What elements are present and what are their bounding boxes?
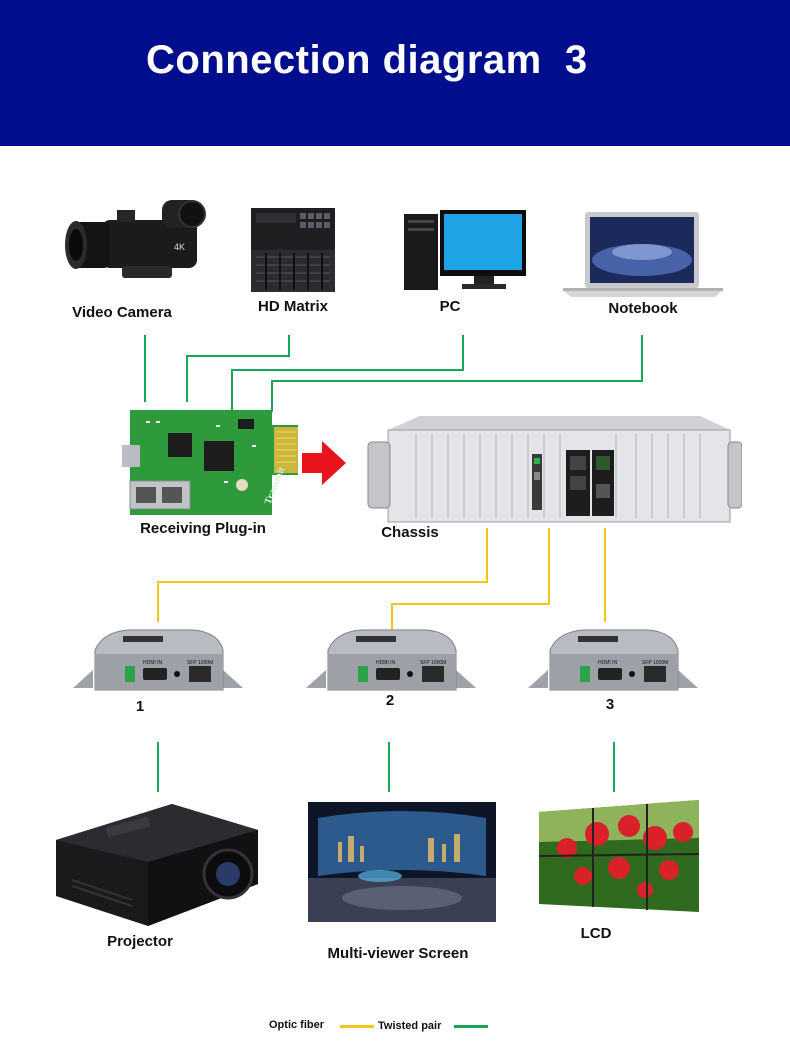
line-pc-plugin [231, 335, 464, 410]
header-banner: Connection diagram 3 [0, 0, 790, 146]
receiver-3-label: 3 [605, 696, 615, 713]
legend-twisted-pair-swatch [454, 1025, 488, 1028]
line-matrix-plugin [186, 335, 290, 402]
receiver-1-icon: HDMI IN SFP 1000M [73, 629, 243, 691]
video-camera-icon: 4K [65, 200, 206, 278]
svg-text:4K: 4K [174, 242, 185, 252]
legend-optic-fiber-label: Optic fiber [269, 1019, 325, 1031]
flow-arrow [302, 441, 346, 485]
svg-text:SFP 1000M: SFP 1000M [420, 660, 446, 666]
video-camera-label: Video Camera [72, 304, 172, 321]
line-chassis-r2 [391, 528, 550, 630]
receiving-plugin-label: Receiving Plug-in [140, 520, 266, 537]
receiver-1-label: 1 [135, 698, 145, 715]
receiver-2-icon: HDMI IN SFP 1000M [306, 629, 476, 691]
hd-matrix-icon [251, 208, 335, 292]
svg-text:HDMI IN: HDMI IN [598, 660, 618, 666]
legend-twisted-pair-label: Twisted pair [378, 1020, 442, 1032]
lcd-wall-icon [538, 800, 700, 912]
line-notebook-plugin [271, 335, 643, 412]
multiviewer-screen-icon [308, 802, 496, 922]
receiver-3-icon: HDMI IN SFP 1000M [528, 629, 698, 691]
svg-text:SFP 1000M: SFP 1000M [642, 660, 668, 666]
projector-icon [56, 804, 258, 926]
hd-matrix-label: HD Matrix [257, 298, 329, 315]
chassis-icon [367, 416, 742, 523]
pc-icon [404, 210, 526, 290]
chassis-label: Chassis [381, 524, 439, 541]
svg-text:HDMI IN: HDMI IN [376, 660, 396, 666]
receiving-plugin-icon: Transmit [122, 410, 298, 515]
projector-label: Projector [107, 933, 173, 950]
receiver-2-label: 2 [385, 692, 395, 709]
notebook-icon [563, 212, 723, 297]
notebook-label: Notebook [608, 300, 678, 317]
svg-text:HDMI IN: HDMI IN [143, 660, 163, 666]
lcd-label: LCD [580, 925, 612, 942]
page-title: Connection diagram 3 [146, 38, 588, 82]
multiviewer-label: Multi-viewer Screen [327, 945, 469, 962]
pc-label: PC [439, 298, 461, 315]
legend-optic-fiber-swatch [340, 1025, 374, 1028]
svg-text:SFP 1000M: SFP 1000M [187, 660, 213, 666]
line-chassis-r1 [157, 528, 488, 622]
